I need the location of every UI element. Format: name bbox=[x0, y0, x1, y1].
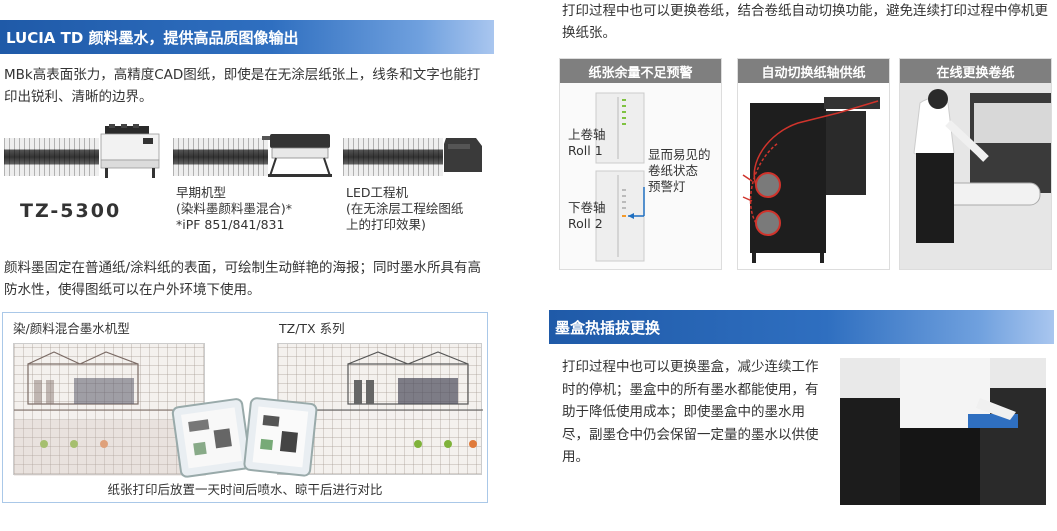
legacy-model-caption: 早期机型 (染料墨颜料墨混合)* *iPF 851/841/831 bbox=[176, 185, 336, 233]
comparison-label-hybrid: 染/颜料混合墨水机型 bbox=[13, 321, 130, 336]
panel-paper-low-warning: 纸张余量不足预警 上卷轴 Roll 1 下卷轴 Roll 2 显而易见的 卷纸状… bbox=[559, 58, 722, 270]
tz5300-printer-image bbox=[100, 124, 160, 178]
water-resistance-comparison: 染/颜料混合墨水机型 TZ/TX 系列 bbox=[2, 312, 488, 503]
line-sample-led bbox=[343, 138, 443, 176]
pigment-ink-description: MBk高表面张力，高精度CAD图纸，即使是在无涂层纸张上，线条和文字也能打印出锐… bbox=[4, 67, 481, 105]
panel-title: 在线更换卷纸 bbox=[900, 59, 1051, 83]
section-header-text: 墨盒热插拔更换 bbox=[555, 318, 661, 337]
roll-change-description: 打印过程中也可以更换卷纸，结合卷纸自动切换功能，避免连续打印过程中停机更换纸张。 bbox=[562, 3, 1048, 41]
sample-trays-image bbox=[171, 397, 318, 478]
warning-lamp-label: 显而易见的 卷纸状态 预警灯 bbox=[648, 147, 711, 195]
hot-swap-description: 打印过程中也可以更换墨盒，减少连续工作时的停机；墨盒中的所有墨水都能使用，有助于… bbox=[562, 359, 819, 465]
comparison-caption: 纸张打印后放置一天时间后喷水、晾干后进行对比 bbox=[107, 482, 383, 497]
roll-change-photo bbox=[900, 83, 1051, 269]
caption-line: *iPF 851/841/831 bbox=[176, 217, 285, 232]
model-name-tz5300: TZ-5300 bbox=[20, 200, 122, 222]
caption-line: (在无涂层工程绘图纸 bbox=[346, 201, 464, 216]
line-sample-tz5300 bbox=[4, 138, 99, 176]
comparison-label-tz-tx: TZ/TX 系列 bbox=[279, 321, 345, 336]
section-header-text: LUCIA TD 颜料墨水，提供高品质图像输出 bbox=[6, 28, 299, 47]
line-sample-legacy bbox=[173, 138, 268, 176]
caption-line: 上的打印效果) bbox=[346, 217, 426, 232]
paper-path-diagram bbox=[738, 83, 889, 269]
roll2-label-en: Roll 2 bbox=[568, 216, 603, 231]
panel-auto-roll-switch: 自动切换纸轴供纸 bbox=[737, 58, 890, 270]
led-model-caption: LED工程机 (在无涂层工程绘图纸 上的打印效果) bbox=[346, 185, 491, 233]
waterproof-description: 颜料墨固定在普通纸/涂料纸的表面，可绘制生动鲜艳的海报；同时墨水所具有高防水性，… bbox=[4, 260, 482, 298]
roll2-label: 下卷轴 Roll 2 bbox=[568, 200, 606, 232]
caption-line: (染料墨颜料墨混合)* bbox=[176, 201, 293, 216]
ink-cartridge-swap-photo bbox=[840, 358, 1046, 505]
roll1-label: 上卷轴 Roll 1 bbox=[568, 127, 606, 159]
roll1-label-cn: 上卷轴 bbox=[568, 127, 606, 142]
roll-indicator-illustration bbox=[560, 83, 721, 269]
panel-online-roll-change: 在线更换卷纸 bbox=[899, 58, 1052, 270]
lamp-label-line: 预警灯 bbox=[648, 179, 686, 194]
lamp-label-line: 卷纸状态 bbox=[648, 163, 699, 178]
hybrid-ink-drawing-sample bbox=[13, 343, 206, 476]
section-header-pigment-ink: LUCIA TD 颜料墨水，提供高品质图像输出 bbox=[0, 20, 494, 54]
lamp-label-line: 显而易见的 bbox=[648, 147, 711, 162]
section-header-hot-swap: 墨盒热插拔更换 bbox=[549, 310, 1054, 344]
led-printer-image bbox=[444, 138, 482, 172]
panel-title: 自动切换纸轴供纸 bbox=[738, 59, 889, 83]
legacy-printer-image bbox=[262, 134, 332, 177]
caption-line: LED工程机 bbox=[346, 185, 408, 200]
roll2-label-cn: 下卷轴 bbox=[568, 200, 606, 215]
caption-line: 早期机型 bbox=[176, 185, 227, 200]
roll1-label-en: Roll 1 bbox=[568, 143, 603, 158]
panel-title: 纸张余量不足预警 bbox=[560, 59, 721, 83]
